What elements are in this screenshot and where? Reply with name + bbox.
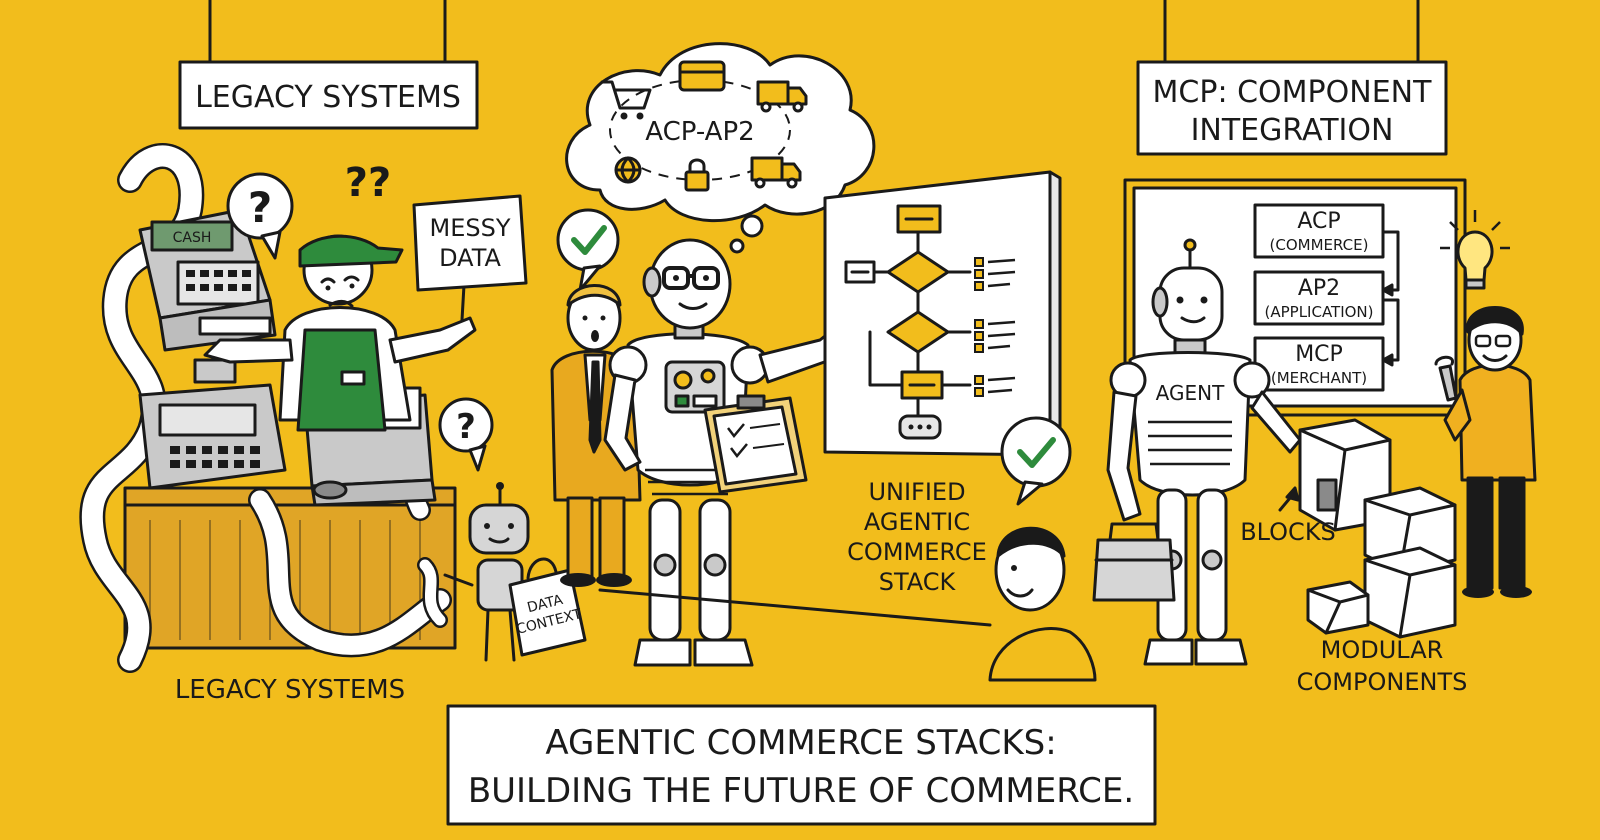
modular-blocks bbox=[1298, 418, 1457, 639]
modular-caption-line2: COMPONENTS bbox=[1297, 668, 1468, 696]
stack-layer-ap2-title: AP2 bbox=[1298, 276, 1340, 301]
shopping-cart-icon bbox=[600, 80, 652, 120]
blocks-caption: BLOCKS bbox=[1240, 518, 1336, 546]
thought-cloud: ACP-AP2 bbox=[565, 42, 876, 254]
credit-card-icon bbox=[678, 60, 726, 92]
engineer-with-wrench bbox=[1434, 306, 1537, 598]
smiling-listener bbox=[988, 526, 1097, 682]
cash-register-top: CASH bbox=[138, 208, 277, 352]
question-bubble-small: ? bbox=[438, 397, 494, 472]
question-mark-text-small: ? bbox=[456, 407, 476, 447]
unified-line3: COMMERCE bbox=[847, 538, 987, 566]
acp-ap2-label: ACP-AP2 bbox=[645, 117, 754, 147]
delivery-truck-icon-2 bbox=[750, 156, 802, 189]
legacy-systems-caption: LEGACY SYSTEMS bbox=[175, 675, 405, 705]
register-screen-text: CASH bbox=[173, 230, 212, 246]
delivery-truck-icon bbox=[756, 80, 808, 113]
lightbulb-icon bbox=[1440, 210, 1510, 290]
question-bubble: ? bbox=[226, 172, 294, 260]
messy-data-line1: MESSY bbox=[430, 214, 511, 242]
banner-line1: AGENTIC COMMERCE STACKS: bbox=[545, 723, 1056, 763]
stack-layer-acp: ACP (COMMERCE) bbox=[1253, 203, 1385, 259]
unified-line1: UNIFIED bbox=[868, 478, 965, 506]
globe-icon bbox=[614, 156, 642, 184]
stack-layer-acp-title: ACP bbox=[1297, 209, 1340, 234]
robot-chest-label: AGENT bbox=[1156, 381, 1225, 405]
check-bubble-left bbox=[556, 208, 620, 292]
stack-layer-mcp-subtitle: (MERCHANT) bbox=[1271, 369, 1367, 387]
surprised-businessman bbox=[550, 284, 642, 587]
question-mark-text: ? bbox=[248, 183, 272, 232]
mcp-sign-line1: MCP: COMPONENT bbox=[1153, 75, 1433, 110]
legacy-systems-sign: LEGACY SYSTEMS bbox=[178, 0, 479, 130]
small-robot-with-data-bag: DATA CONTEXT bbox=[417, 482, 587, 662]
stack-layer-ap2: AP2 (APPLICATION) bbox=[1253, 270, 1385, 326]
lock-icon bbox=[684, 158, 710, 192]
double-question-text: ?? bbox=[345, 160, 391, 206]
flowchart-whiteboard bbox=[823, 170, 1062, 462]
banner-line2: BUILDING THE FUTURE OF COMMERCE. bbox=[468, 771, 1134, 811]
confused-shopkeeper bbox=[203, 234, 477, 432]
unified-line4: STACK bbox=[879, 568, 957, 596]
legacy-systems-sign-text: LEGACY SYSTEMS bbox=[195, 80, 461, 115]
stack-layer-acp-subtitle: (COMMERCE) bbox=[1270, 236, 1369, 254]
stack-layer-ap2-subtitle: (APPLICATION) bbox=[1264, 303, 1373, 321]
lead-robot-agent bbox=[603, 238, 894, 667]
unified-stack-caption: UNIFIED AGENTIC COMMERCE STACK bbox=[847, 478, 987, 596]
title-banner: AGENTIC COMMERCE STACKS: BUILDING THE FU… bbox=[446, 704, 1157, 826]
stack-connectors bbox=[1381, 230, 1400, 367]
stack-layer-mcp: MCP (MERCHANT) bbox=[1253, 336, 1385, 392]
unified-line2: AGENTIC bbox=[864, 508, 970, 536]
cash-register-bottom bbox=[138, 358, 287, 490]
modular-caption-line1: MODULAR bbox=[1321, 636, 1444, 664]
stack-layer-mcp-title: MCP bbox=[1295, 342, 1343, 367]
mcp-sign: MCP: COMPONENT INTEGRATION bbox=[1136, 0, 1448, 156]
messy-data-sign: MESSY DATA bbox=[412, 194, 528, 322]
mcp-sign-line2: INTEGRATION bbox=[1191, 113, 1394, 148]
messy-data-line2: DATA bbox=[439, 244, 501, 272]
check-bubble-right bbox=[1000, 416, 1072, 506]
agent-robot-with-toolbox: AGENT bbox=[1092, 238, 1302, 666]
